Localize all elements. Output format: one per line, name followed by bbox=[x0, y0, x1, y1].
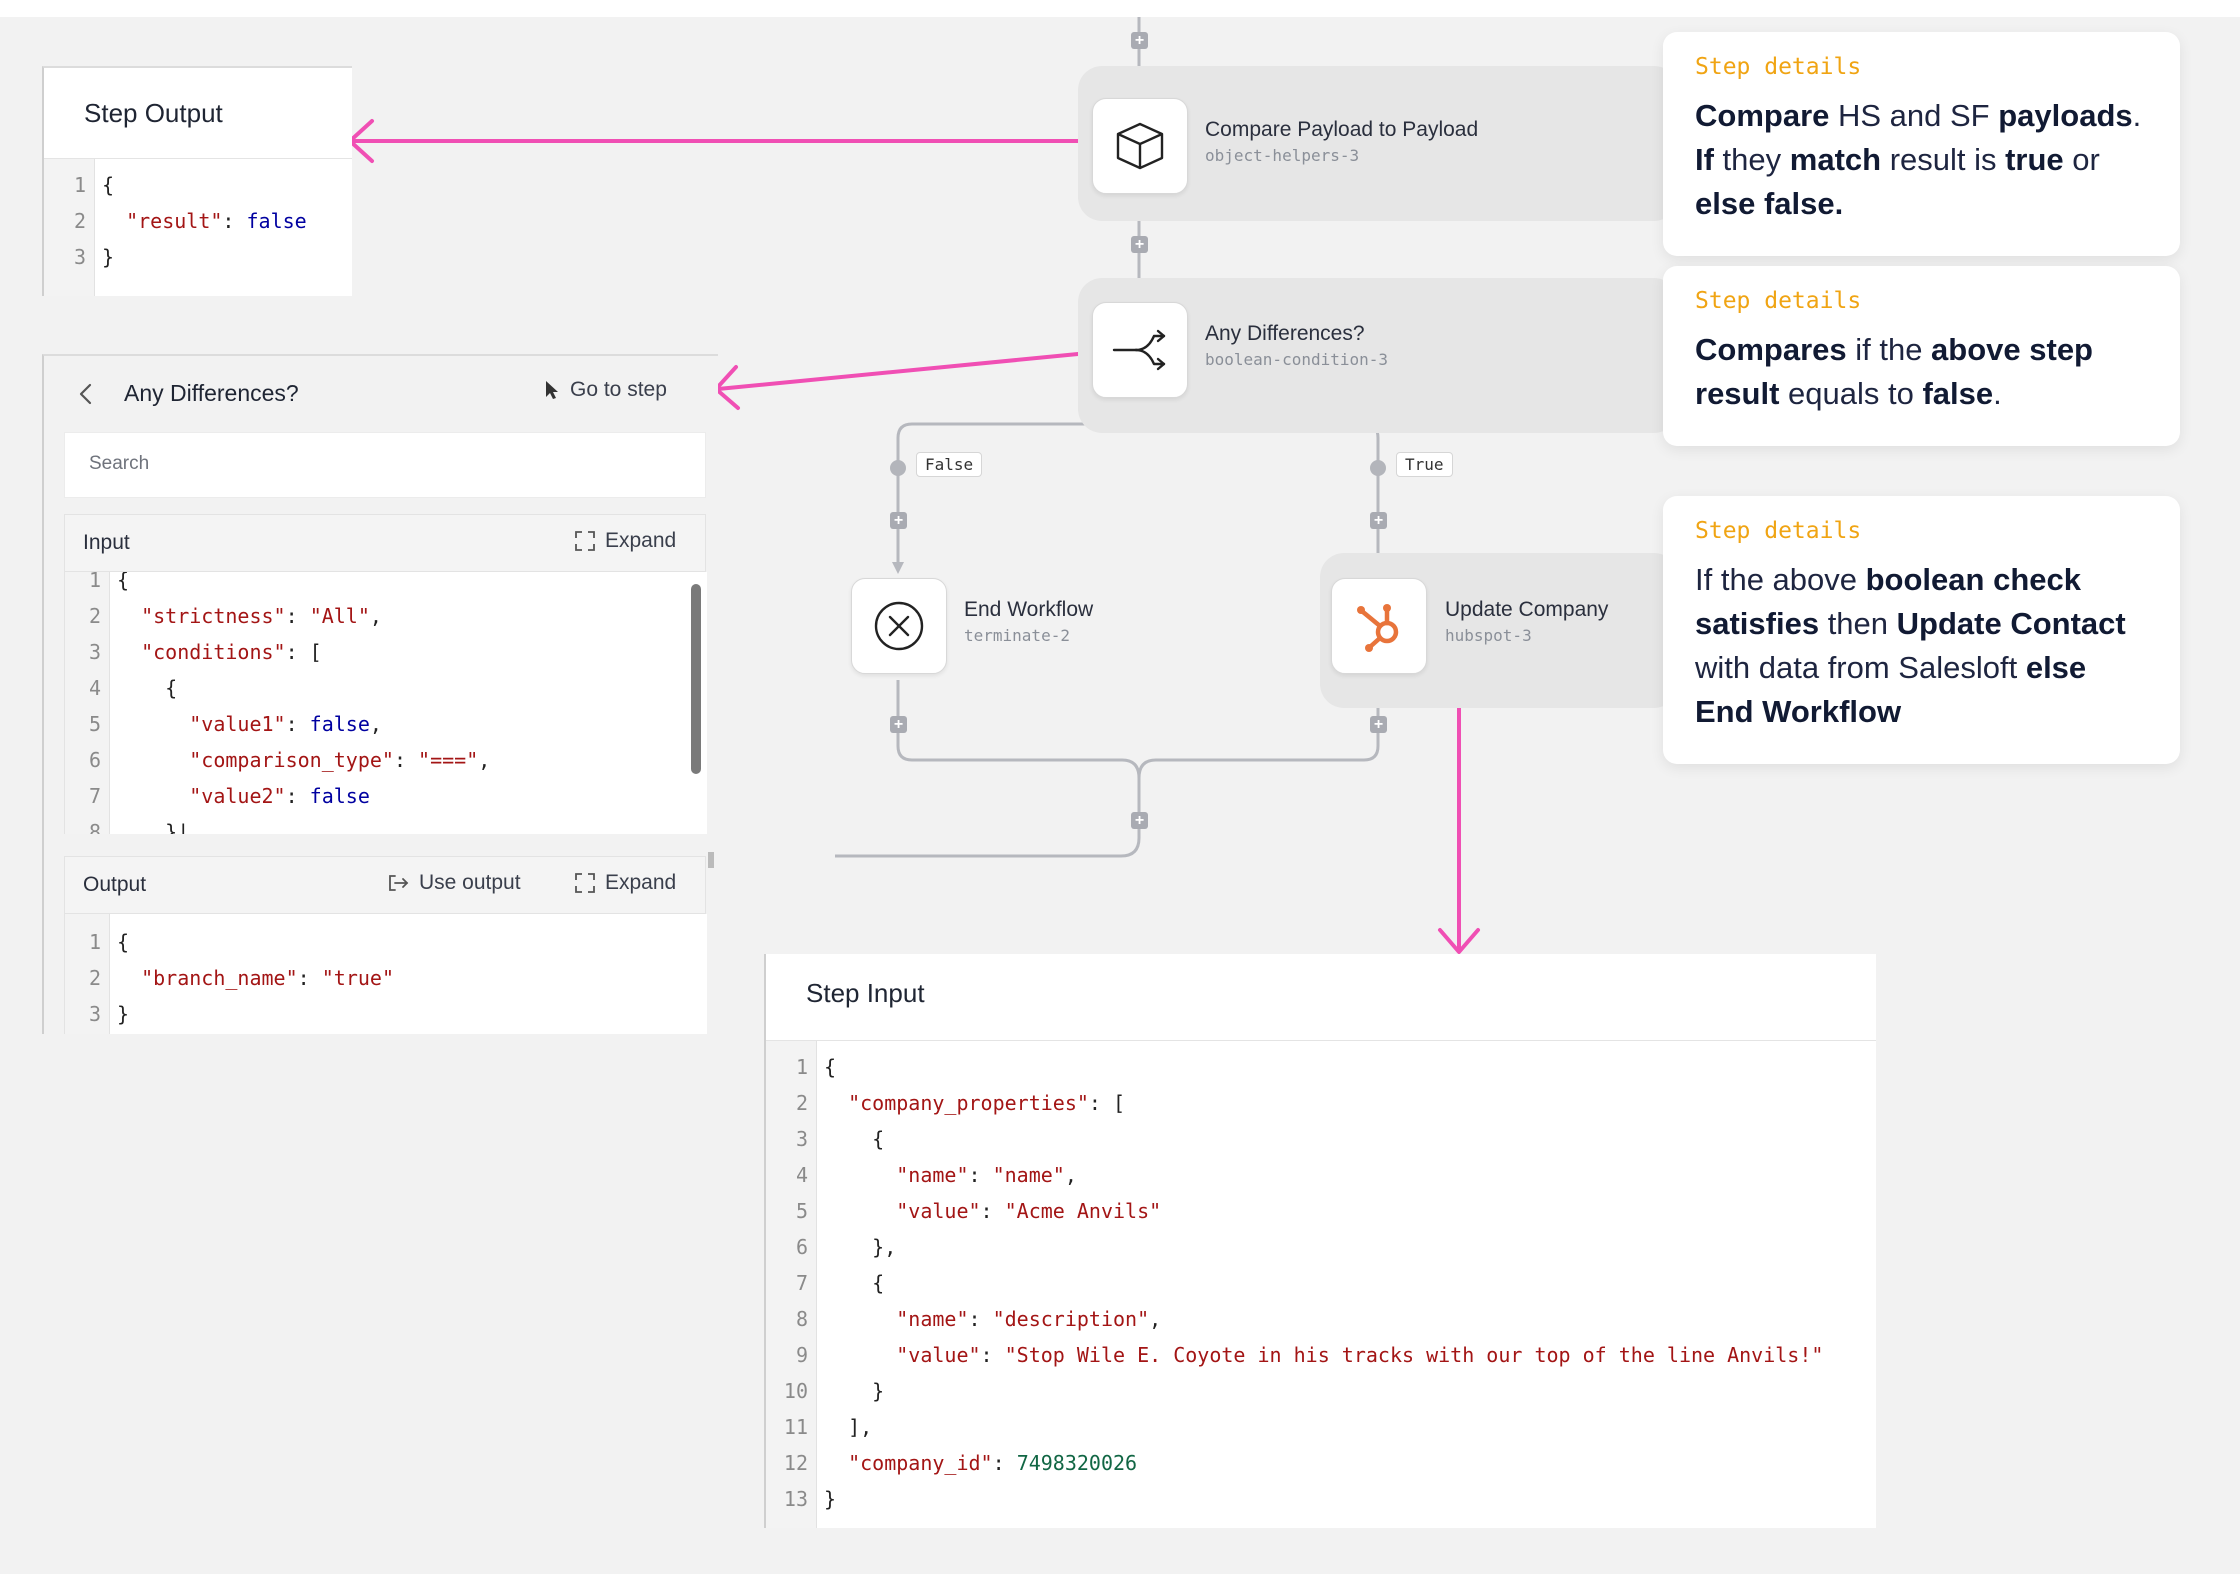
annotation-label: Step details bbox=[1695, 518, 1862, 544]
line-number: 1 bbox=[795, 1055, 808, 1079]
top-strip bbox=[0, 0, 2240, 17]
line-number: 1 bbox=[88, 572, 101, 592]
add-step-button[interactable]: + bbox=[1370, 716, 1387, 733]
line-number: 3 bbox=[73, 245, 86, 269]
go-to-step-button[interactable]: Go to step bbox=[544, 378, 667, 402]
back-chevron-icon[interactable] bbox=[78, 382, 94, 411]
search-input[interactable]: Search bbox=[64, 432, 706, 498]
add-step-button[interactable]: + bbox=[1370, 512, 1387, 529]
line-number: 7 bbox=[795, 1271, 808, 1295]
branch-dot-false bbox=[890, 460, 906, 476]
line-number: 5 bbox=[88, 712, 101, 736]
line-number: 2 bbox=[88, 966, 101, 990]
line-number: 6 bbox=[795, 1235, 808, 1259]
line-number: 6 bbox=[88, 748, 101, 772]
line-number: 13 bbox=[783, 1487, 808, 1511]
expand-input-button[interactable]: Expand bbox=[575, 529, 676, 553]
hubspot-icon bbox=[1331, 578, 1427, 674]
input-code-editor[interactable]: 1 2 3 4 5 6 7 8 { "strictness": "All", "… bbox=[64, 572, 707, 834]
line-number: 5 bbox=[795, 1199, 808, 1223]
detail-panel-title: Any Differences? bbox=[124, 380, 299, 406]
line-number: 8 bbox=[795, 1307, 808, 1331]
line-number: 8 bbox=[88, 820, 101, 834]
line-number: 3 bbox=[88, 1002, 101, 1026]
output-code-editor[interactable]: 1 2 3 { "branch_name": "true" } bbox=[64, 914, 707, 1034]
output-label: Output bbox=[83, 873, 147, 896]
resize-handle[interactable] bbox=[708, 852, 714, 868]
branch-icon bbox=[1092, 302, 1188, 398]
input-section-header: Input Expand bbox=[64, 514, 706, 572]
line-number: 12 bbox=[783, 1451, 808, 1475]
branch-label-true: True bbox=[1396, 452, 1453, 477]
add-step-button[interactable]: + bbox=[1131, 236, 1148, 253]
node-update-title: Update Company bbox=[1445, 598, 1609, 621]
line-number: 4 bbox=[88, 676, 101, 700]
annotation-label: Step details bbox=[1695, 288, 1862, 314]
line-number: 3 bbox=[795, 1127, 808, 1151]
annotation-label: Step details bbox=[1695, 54, 1862, 80]
node-update-id: hubspot-3 bbox=[1445, 626, 1532, 645]
scrollbar[interactable] bbox=[691, 584, 701, 774]
branch-label-false: False bbox=[916, 452, 983, 477]
node-compare-title: Compare Payload to Payload bbox=[1205, 118, 1479, 141]
output-section-header: Output Use output Expand bbox=[64, 856, 706, 914]
cursor-icon bbox=[546, 381, 558, 399]
use-output-button[interactable]: Use output bbox=[387, 871, 521, 895]
branch-dot-true bbox=[1370, 460, 1386, 476]
line-number: 1 bbox=[88, 930, 101, 954]
node-condition-id: boolean-condition-3 bbox=[1205, 350, 1389, 369]
add-step-button[interactable]: + bbox=[1131, 812, 1148, 829]
step-output-panel: Step Output 1 2 3 { "result": false } bbox=[42, 66, 352, 296]
line-number: 2 bbox=[88, 604, 101, 628]
annotation-card-1: Step details Compare HS and SF payloads.… bbox=[1663, 32, 2180, 256]
use-output-icon bbox=[389, 875, 409, 891]
annotation-text: If the above boolean check satisfies the… bbox=[1695, 562, 2126, 729]
line-number: 10 bbox=[783, 1379, 808, 1403]
node-compare-id: object-helpers-3 bbox=[1205, 146, 1360, 165]
add-step-button[interactable]: + bbox=[890, 716, 907, 733]
step-input-title: Step Input bbox=[806, 978, 925, 1008]
cube-icon bbox=[1092, 98, 1188, 194]
line-number: 2 bbox=[73, 209, 86, 233]
line-number: 3 bbox=[88, 640, 101, 664]
use-output-label: Use output bbox=[419, 871, 521, 894]
step-output-title: Step Output bbox=[84, 98, 223, 128]
add-step-button[interactable]: + bbox=[890, 512, 907, 529]
node-end-title: End Workflow bbox=[964, 598, 1094, 621]
node-end-id: terminate-2 bbox=[964, 626, 1070, 645]
close-circle-icon[interactable] bbox=[851, 578, 947, 674]
annotation-card-2: Step details Compares if the above step … bbox=[1663, 266, 2180, 446]
line-number: 1 bbox=[73, 173, 86, 197]
node-condition-title: Any Differences? bbox=[1205, 322, 1365, 345]
expand-label: Expand bbox=[605, 871, 677, 894]
expand-icon bbox=[575, 873, 595, 893]
line-number: 9 bbox=[795, 1343, 808, 1367]
add-step-button[interactable]: + bbox=[1131, 32, 1148, 49]
expand-label: Expand bbox=[605, 529, 677, 552]
input-label: Input bbox=[83, 531, 130, 554]
line-number: 7 bbox=[88, 784, 101, 808]
step-detail-panel: Any Differences? Go to step Search Input… bbox=[42, 354, 718, 1034]
annotation-text: Compares if the above step result equals… bbox=[1695, 332, 2093, 411]
annotation-text: Compare HS and SF payloads. If they matc… bbox=[1695, 98, 2142, 221]
expand-output-button[interactable]: Expand bbox=[575, 871, 676, 895]
line-number: 4 bbox=[795, 1163, 808, 1187]
line-number: 2 bbox=[795, 1091, 808, 1115]
step-input-panel: Step Input 1 2 3 4 5 6 7 8 9 10 11 12 13… bbox=[764, 954, 1876, 1528]
annotation-card-3: Step details If the above boolean check … bbox=[1663, 496, 2180, 764]
go-to-step-label: Go to step bbox=[570, 378, 667, 401]
expand-icon bbox=[575, 531, 595, 551]
search-placeholder: Search bbox=[89, 453, 150, 474]
line-number: 11 bbox=[783, 1415, 808, 1439]
